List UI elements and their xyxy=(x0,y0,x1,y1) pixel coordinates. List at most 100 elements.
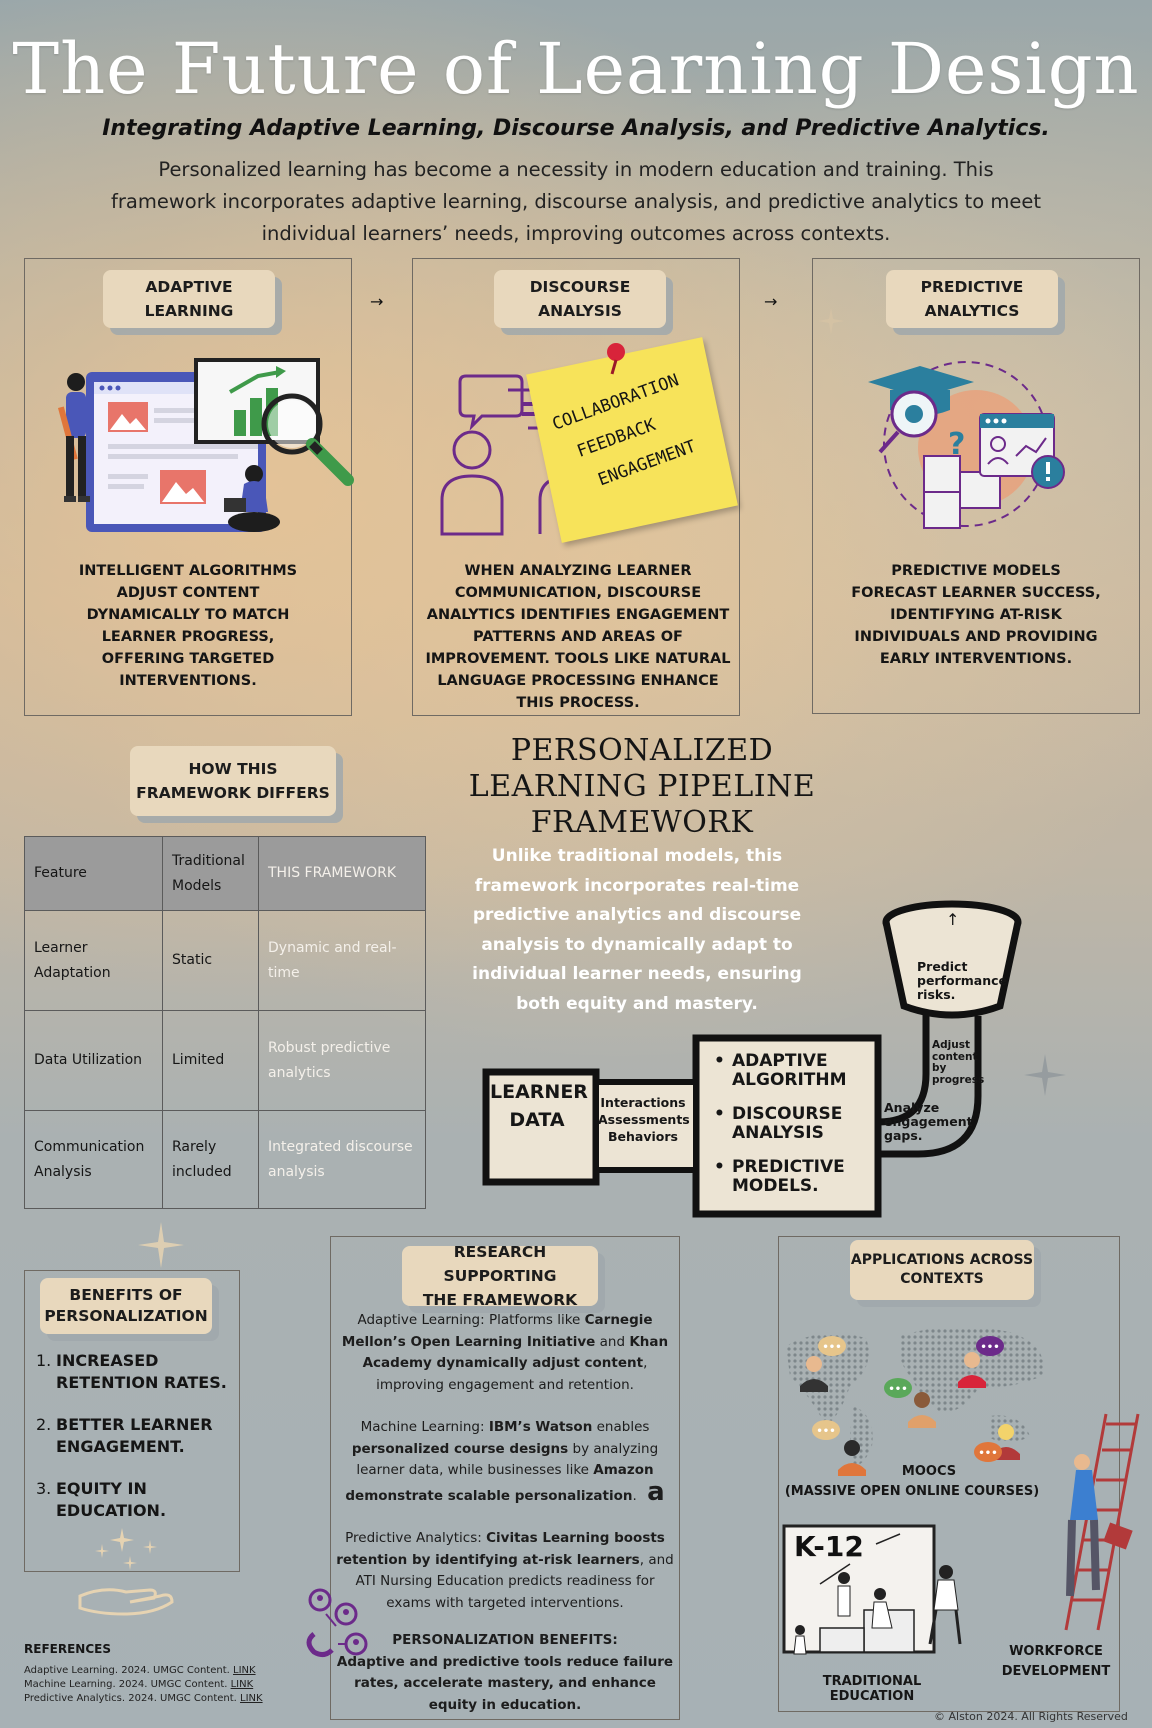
sticky-note: COLLABORATION FEEDBACK ENGAGEMENT xyxy=(526,337,738,543)
applications-panel xyxy=(778,1236,1120,1712)
k12-label: K-12 xyxy=(794,1530,864,1563)
algorithm-item: •ADAPTIVE ALGORITHM xyxy=(714,1052,864,1090)
framework-differs-label: HOW THIS FRAMEWORK DIFFERS xyxy=(130,746,336,816)
up-arrow-icon: ↑ xyxy=(946,910,960,929)
loop-label-predict: Predict performance risks. xyxy=(917,959,1008,1002)
label-line: APPLICATIONS ACROSS xyxy=(850,1252,1034,1268)
benefit-item: 3. EQUITY IN EDUCATION. xyxy=(36,1478,236,1522)
moocs-label: MOOCS (MASSIVE OPEN ONLINE COURSES) xyxy=(782,1462,1042,1502)
pipeline-inputs: Interactions Assessments Behaviors xyxy=(598,1094,690,1145)
comparison-table: Feature Traditional Models THIS FRAMEWOR… xyxy=(24,836,426,1209)
page-title: The Future of Learning Design xyxy=(12,28,1140,110)
label-line: LEARNING xyxy=(144,302,234,320)
research-highlight: Carnegie Mellon’s Open Learning Initiati… xyxy=(341,1312,653,1350)
research-benefits-title: PERSONALIZATION BENEFITS: xyxy=(392,1632,618,1648)
reference-link[interactable]: LINK xyxy=(230,1679,254,1690)
table-cell: Data Utilization xyxy=(24,1010,163,1111)
table-header-cell: Feature xyxy=(24,836,163,911)
arrow-icon: → xyxy=(764,292,778,311)
reference-text: Machine Learning. 2024. UMGC Content. xyxy=(24,1679,231,1690)
benefit-line: INCREASED xyxy=(56,1351,159,1370)
amazon-logo-icon: a xyxy=(647,1476,665,1507)
svg-text:•••: ••• xyxy=(822,1342,841,1353)
label-line: HOW THIS xyxy=(188,760,278,778)
research-text: , and ATI Nursing Education predicts rea… xyxy=(355,1551,674,1611)
research-body: Adaptive Learning: Platforms like Carneg… xyxy=(336,1310,674,1716)
research-paragraph: Machine Learning: IBM’s Watson enables p… xyxy=(336,1417,674,1507)
discourse-analysis-label: DISCOURSE ANALYSIS xyxy=(494,270,666,328)
label-line: ADAPTIVE xyxy=(145,278,233,296)
reference-link[interactable]: LINK xyxy=(240,1693,263,1704)
moocs-line: (MASSIVE OPEN ONLINE COURSES) xyxy=(784,1484,1040,1499)
label-line: PREDICTIVE xyxy=(920,278,1024,296)
predictive-analytics-label: PREDICTIVE ANALYTICS xyxy=(886,270,1058,328)
benefit-number: 3. xyxy=(36,1479,52,1498)
research-highlight: personalized course designs xyxy=(351,1440,569,1457)
research-highlight: Civitas Learning boosts retention by ide… xyxy=(336,1530,665,1568)
input-label: Behaviors xyxy=(608,1129,678,1144)
arrow-icon: → xyxy=(370,292,384,311)
table-cell: Dynamic and real-time xyxy=(258,910,426,1011)
discourse-analysis-panel xyxy=(412,258,740,716)
research-label: RESEARCH SUPPORTING THE FRAMEWORK xyxy=(402,1243,598,1309)
benefits-label: BENEFITS OF PERSONALIZATION xyxy=(40,1278,212,1334)
label-line: PERSONALIZATION xyxy=(44,1307,208,1325)
label-line: FRAMEWORK DIFFERS xyxy=(136,784,330,802)
input-label: Interactions xyxy=(600,1095,686,1110)
copyright: © Alston 2024. All Rights Reserved xyxy=(934,1710,1128,1723)
benefit-text: INCREASED RETENTION RATES. xyxy=(56,1350,227,1394)
label-line: CONTEXTS xyxy=(900,1271,984,1287)
algorithm-item: •DISCOURSE ANALYSIS xyxy=(714,1105,864,1143)
adaptive-learning-text: INTELLIGENT ALGORITHMS ADJUST CONTENT DY… xyxy=(78,563,298,689)
svg-text:•••: ••• xyxy=(816,1426,835,1437)
research-text: Predictive Analytics: xyxy=(345,1530,487,1546)
sparkle-icon xyxy=(818,308,844,334)
research-highlight: IBM’s Watson xyxy=(488,1419,593,1435)
reference-link[interactable]: LINK xyxy=(233,1665,256,1676)
benefit-line: ENGAGEMENT. xyxy=(56,1437,185,1456)
benefits-panel xyxy=(24,1270,240,1572)
learner-data-box: LEARNER DATA xyxy=(490,1078,588,1134)
loop-label-adjust: Adjust content by progress xyxy=(932,1039,985,1086)
benefit-line: RETENTION RATES. xyxy=(56,1373,227,1392)
research-text: Machine Learning: xyxy=(360,1419,489,1435)
algorithm-list: •ADAPTIVE ALGORITHM •DISCOURSE ANALYSIS … xyxy=(714,1052,864,1196)
references-title: REFERENCES xyxy=(24,1642,111,1656)
research-paragraph: Predictive Analytics: Civitas Learning b… xyxy=(336,1528,674,1614)
table-cell: Communication Analysis xyxy=(24,1110,163,1209)
svg-text:?: ? xyxy=(948,427,965,462)
research-benefits-text: Adaptive and predictive tools reduce fai… xyxy=(336,1653,674,1713)
research-panel xyxy=(330,1236,680,1720)
label-line: BENEFITS OF xyxy=(69,1286,183,1304)
moocs-line: MOOCS xyxy=(901,1464,957,1479)
benefit-line: EQUITY IN xyxy=(56,1479,147,1498)
research-text: Adaptive Learning: Platforms like xyxy=(357,1312,585,1328)
table-cell: Integrated discourse analysis xyxy=(258,1110,426,1209)
algorithm-item: •PREDICTIVE MODELS. xyxy=(714,1158,864,1196)
workforce-line: WORKFORCE xyxy=(1009,1644,1103,1659)
loop-label-analyze: Analyze engagement gaps. xyxy=(884,1100,973,1143)
references-list: Adaptive Learning. 2024. UMGC Content. L… xyxy=(24,1664,284,1706)
benefit-number: 2. xyxy=(36,1415,52,1434)
adaptive-learning-label: ADAPTIVE LEARNING xyxy=(103,270,275,328)
table-cell: Rarely included xyxy=(162,1110,259,1209)
research-text: . xyxy=(632,1487,637,1504)
research-text: and xyxy=(595,1333,630,1350)
algorithm-item-label: PREDICTIVE MODELS. xyxy=(732,1157,845,1196)
benefit-line: EDUCATION. xyxy=(56,1501,167,1520)
research-text: by analyzing learner data, while busines… xyxy=(356,1440,659,1479)
sparkle-icon xyxy=(138,1222,184,1268)
pipeline-title: PERSONALIZED LEARNING PIPELINE FRAMEWORK xyxy=(442,733,842,841)
label-line: ANALYSIS xyxy=(538,302,622,320)
svg-text:•••: ••• xyxy=(980,1342,999,1353)
reference-item: Predictive Analytics. 2024. UMGC Content… xyxy=(24,1692,284,1706)
discourse-analysis-text: WHEN ANALYZING LEARNER COMMUNICATION, DI… xyxy=(425,563,731,711)
traditional-education-label: TRADITIONAL EDUCATION xyxy=(822,1674,922,1704)
k12-illustration xyxy=(780,1524,970,1664)
algorithm-item-label: DISCOURSE ANALYSIS xyxy=(732,1104,843,1143)
table-row: Communication Analysis Rarely included I… xyxy=(24,1110,426,1209)
adaptive-learning-illustration xyxy=(48,352,364,556)
predictive-analytics-text: PREDICTIVE MODELS FORECAST LEARNER SUCCE… xyxy=(851,563,1101,667)
